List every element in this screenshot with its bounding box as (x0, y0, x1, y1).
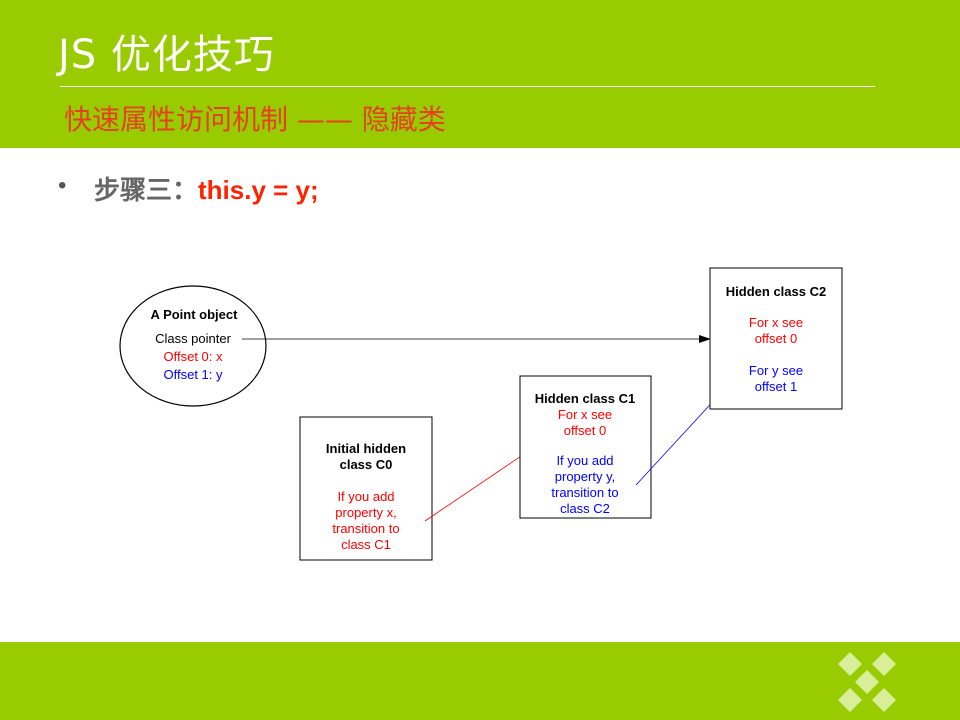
c2-y-note-line-2: offset 1 (755, 379, 797, 394)
class-pointer-label: Class pointer (155, 331, 232, 346)
c0-note-line-2: property x, (335, 505, 396, 520)
hidden-class-c1-node: Hidden class C1 For x see offset 0 If yo… (519, 375, 652, 519)
c1-x-note-line-2: offset 0 (564, 423, 606, 438)
c1-transition-line-1: If you add (556, 453, 613, 468)
c1-title: Hidden class C1 (535, 391, 635, 406)
c2-title: Hidden class C2 (726, 284, 826, 299)
c2-y-note-line-1: For y see (749, 363, 803, 378)
point-object-ellipse (119, 285, 267, 407)
slide-subtitle: 快速属性访问机制 —— 隐藏类 (64, 103, 446, 136)
bullet-dot-icon: • (58, 172, 67, 199)
c0-box (299, 416, 433, 561)
c0-title-line-1: Initial hidden (326, 441, 406, 456)
c2-x-note-line-1: For x see (749, 315, 803, 330)
c0-note-line-4: class C1 (341, 537, 391, 552)
point-object-node: A Point object Class pointer Offset 0: x… (119, 285, 267, 407)
bullet-item: 步骤三：this.y = y; (94, 170, 319, 207)
c2-box (709, 267, 843, 410)
c0-title-line-2: class C0 (340, 457, 393, 472)
hidden-class-c2-node: Hidden class C2 For x see offset 0 For y… (709, 267, 843, 410)
diamond-logo-icon (838, 652, 896, 712)
point-object-title: A Point object (151, 307, 239, 322)
step-label: 步骤三： (94, 176, 199, 206)
c1-transition-line-3: transition to (551, 485, 618, 500)
c1-box (519, 375, 652, 519)
offset-0-label: Offset 0: x (163, 349, 223, 364)
header-divider (60, 86, 875, 87)
slide-title: JS 优化技巧 (58, 32, 275, 78)
c1-transition-line-4: class C2 (560, 501, 610, 516)
c1-x-note-line-1: For x see (558, 407, 612, 422)
footer-bar (0, 642, 960, 720)
hidden-class-c0-node: Initial hidden class C0 If you add prope… (299, 416, 433, 561)
c0-note-line-3: transition to (332, 521, 399, 536)
offset-1-label: Offset 1: y (163, 367, 223, 382)
c1-transition-line-2: property y, (555, 469, 615, 484)
code-snippet: this.y = y; (198, 175, 319, 205)
c0-note-line-1: If you add (337, 489, 394, 504)
header-bar (0, 0, 960, 148)
c2-x-note-line-2: offset 0 (755, 331, 797, 346)
